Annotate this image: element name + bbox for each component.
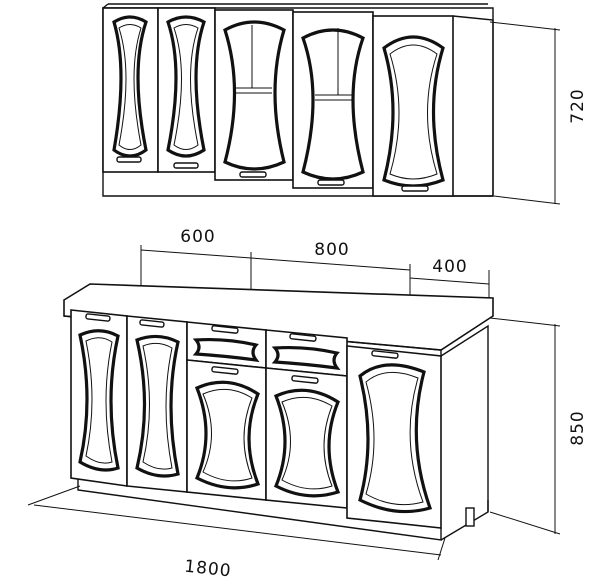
base-side [440,324,489,512]
base-door-2 [126,315,188,493]
dimension-total-width: 1800 [27,485,446,582]
width-a-label: 600 [180,227,215,247]
base-door-1 [70,309,128,487]
dimension-widths: 600 800 400 [140,227,490,310]
width-b-label: 800 [314,240,349,260]
base-drawer-2 [265,329,348,377]
plinth [77,478,442,541]
base-cabinets [63,283,494,541]
base-drawer-1 [186,321,267,369]
wall-door-5 [372,15,494,197]
base-door-3 [186,359,267,501]
wall-height-label: 720 [568,88,588,123]
wall-door-1 [102,7,159,173]
total-width-label: 1800 [183,557,232,582]
base-door-4 [265,367,348,509]
dimension-base-height: 850 [489,317,588,535]
base-door-5 [346,345,442,529]
wall-door-3-glass [214,9,294,181]
wall-cabinets [102,3,494,197]
dimension-wall-height: 720 [489,21,588,205]
wall-door-4-glass [292,11,374,189]
width-c-label: 400 [432,257,467,277]
wall-door-2 [157,7,216,173]
leg [465,507,475,527]
base-height-label: 850 [568,410,588,445]
